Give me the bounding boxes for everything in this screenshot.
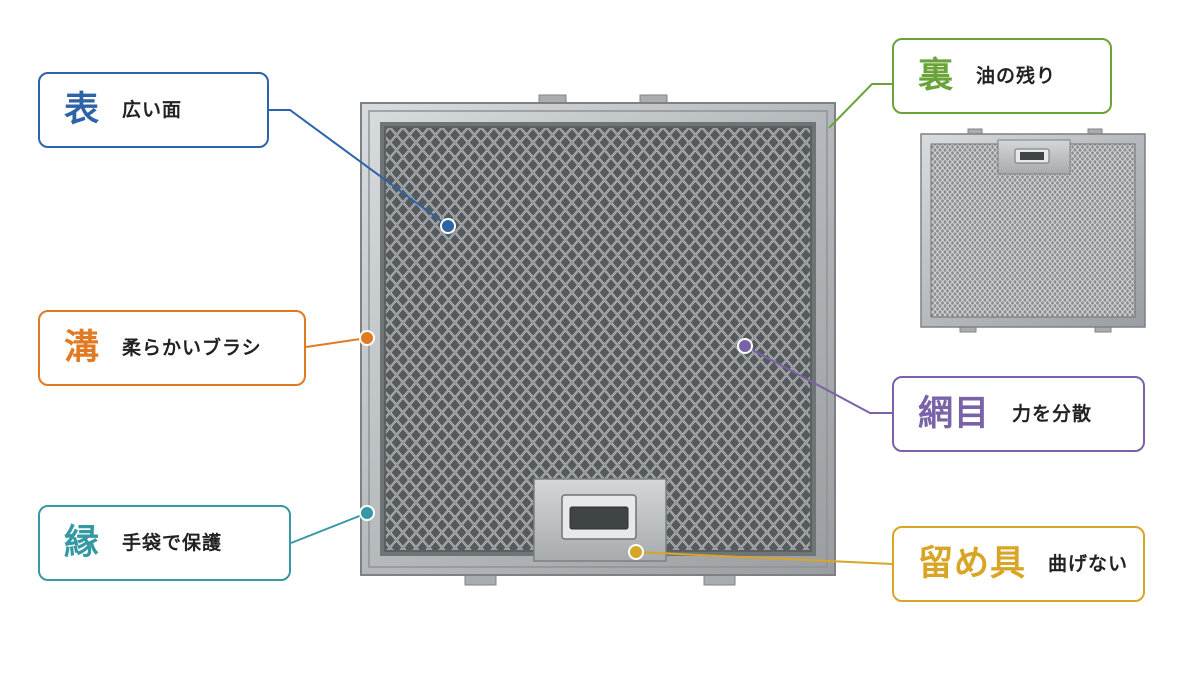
callout-front-key: 表	[64, 89, 101, 130]
dot-mesh	[737, 338, 753, 354]
leader-clip	[635, 551, 893, 565]
callout-edge-key: 縁	[64, 522, 101, 563]
leader-front	[269, 109, 449, 227]
callout-back-desc: 油の残り	[976, 64, 1057, 87]
callout-groove: 溝 柔らかいブラシ	[38, 310, 306, 386]
callout-edge-desc: 手袋で保護	[122, 531, 223, 554]
dot-edge	[359, 505, 375, 521]
callout-back-key: 裏	[918, 55, 955, 96]
filter-clip	[533, 478, 667, 562]
callout-groove-desc: 柔らかいブラシ	[122, 336, 262, 359]
dot-groove	[359, 330, 375, 346]
leader-groove	[305, 337, 368, 348]
leader-lines	[269, 83, 893, 565]
dot-clip	[628, 544, 644, 560]
callout-mesh: 網目 力を分散	[892, 376, 1145, 452]
callout-mesh-key: 網目	[918, 393, 991, 434]
callout-mesh-desc: 力を分散	[1012, 402, 1093, 425]
leader-edge	[290, 512, 368, 544]
callout-clip-desc: 曲げない	[1048, 552, 1129, 575]
callout-back: 裏 油の残り	[892, 38, 1112, 114]
dot-front	[440, 218, 456, 234]
leader-back	[828, 83, 892, 129]
callout-groove-key: 溝	[64, 327, 101, 368]
callout-front-desc: 広い面	[122, 98, 183, 121]
callout-edge: 縁 手袋で保護	[38, 505, 291, 581]
callout-front: 表 広い面	[38, 72, 269, 148]
callout-clip-key: 留め具	[918, 543, 1027, 584]
callout-clip: 留め具 曲げない	[892, 526, 1145, 602]
back-thumbnail-image	[920, 128, 1146, 333]
leader-mesh	[744, 345, 892, 414]
main-filter-image	[360, 94, 836, 586]
